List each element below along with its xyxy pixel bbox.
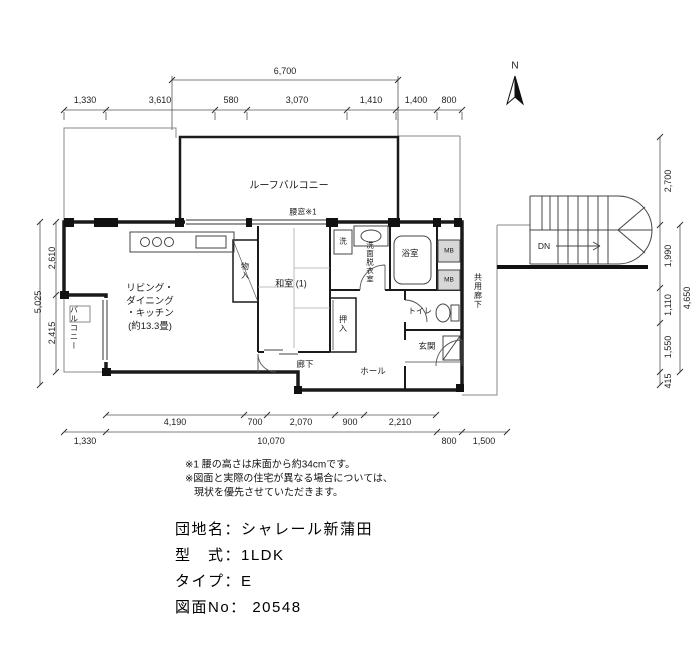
- ldk-line-1: リビング・: [126, 283, 174, 294]
- dim-bottom-outer-3: 800: [441, 436, 457, 446]
- dim-bottom-outer-1: 1,330: [73, 436, 97, 446]
- room-label-washroom: 洗面脱衣室: [365, 240, 375, 284]
- meter-box-label-2: MB: [444, 276, 454, 284]
- note-line-3: 現状を優先させていただきます。: [194, 487, 343, 499]
- room-label-laundry: 洗: [339, 236, 347, 246]
- dim-top-2: 3,610: [148, 95, 172, 105]
- note-line-1: ※1 腰の高さは床面から約34cmです。: [185, 459, 356, 471]
- dim-top-1: 1,330: [73, 95, 97, 105]
- title-type: タイプ：E: [175, 573, 253, 590]
- stairs-down-label: DN: [537, 241, 551, 251]
- dim-top-3: 580: [223, 95, 239, 105]
- ldk-line-2: ダイニング: [126, 295, 174, 307]
- dim-bottom-5: 2,210: [388, 417, 412, 427]
- dim-top-6: 1,400: [404, 95, 428, 105]
- note-line-2: ※図面と実際の住宅が異なる場合については、: [185, 473, 393, 485]
- dim-right-2: 1,990: [663, 244, 673, 268]
- room-label-corridor: 廊下: [296, 359, 314, 369]
- dim-top-5: 1,410: [359, 95, 383, 105]
- room-label-hall: ホール: [360, 366, 386, 376]
- dim-bottom-3: 2,070: [289, 417, 313, 427]
- dim-top-7: 800: [441, 95, 457, 105]
- room-label-common-corridor: 共用廊下: [473, 273, 483, 309]
- dim-left-1: 2,610: [47, 246, 57, 270]
- dim-right-1: 2,700: [663, 169, 673, 193]
- dim-right-3: 1,110: [663, 294, 673, 316]
- room-label-oshiire: 押入: [338, 315, 348, 333]
- title-estate-name: 団地名：シャレール新蒲田: [175, 521, 374, 538]
- dim-bottom-1: 4,190: [163, 417, 187, 427]
- room-label-ldk: リビング・ ダイニング ・キッチン (約13.3畳): [126, 283, 174, 333]
- meter-box-label-1: MB: [444, 247, 454, 255]
- dim-right-4: 1,550: [663, 335, 673, 359]
- room-label-washitsu: 和室 (1): [275, 278, 307, 289]
- dim-bottom-outer-4: 1,500: [472, 436, 496, 446]
- room-label-balcony: バルコニー: [69, 305, 79, 351]
- dim-left-overall: 5,025: [33, 290, 43, 314]
- dim-right-overall: 4,650: [682, 286, 692, 310]
- dim-bottom-outer-2: 10,070: [257, 436, 285, 446]
- room-label-toilet: トイレ: [408, 306, 432, 316]
- room-label-bath: 浴室: [401, 248, 419, 258]
- ldk-line-3: ・キッチン: [126, 308, 174, 319]
- title-drawing-no: 図面No： 20548: [175, 599, 302, 616]
- north-arrow-icon: [506, 75, 524, 106]
- room-label-entrance: 玄関: [418, 341, 436, 351]
- dim-left-2: 2,415: [47, 321, 57, 345]
- dim-bottom-4: 900: [342, 417, 358, 427]
- north-label: N: [511, 60, 519, 72]
- dim-bottom-2: 700: [247, 417, 263, 427]
- dim-top-4: 3,070: [285, 95, 309, 105]
- ldk-line-4: (約13.3畳): [128, 320, 172, 332]
- title-model: 型 式：1LDK: [175, 547, 285, 564]
- dim-top-overall: 6,700: [273, 66, 297, 76]
- dim-right-5: 415: [663, 373, 673, 389]
- window-note-label: 腰窓※1: [289, 207, 317, 217]
- room-label-roof-balcony: ルーフバルコニー: [249, 180, 329, 192]
- room-label-monoire: 物入: [240, 262, 250, 280]
